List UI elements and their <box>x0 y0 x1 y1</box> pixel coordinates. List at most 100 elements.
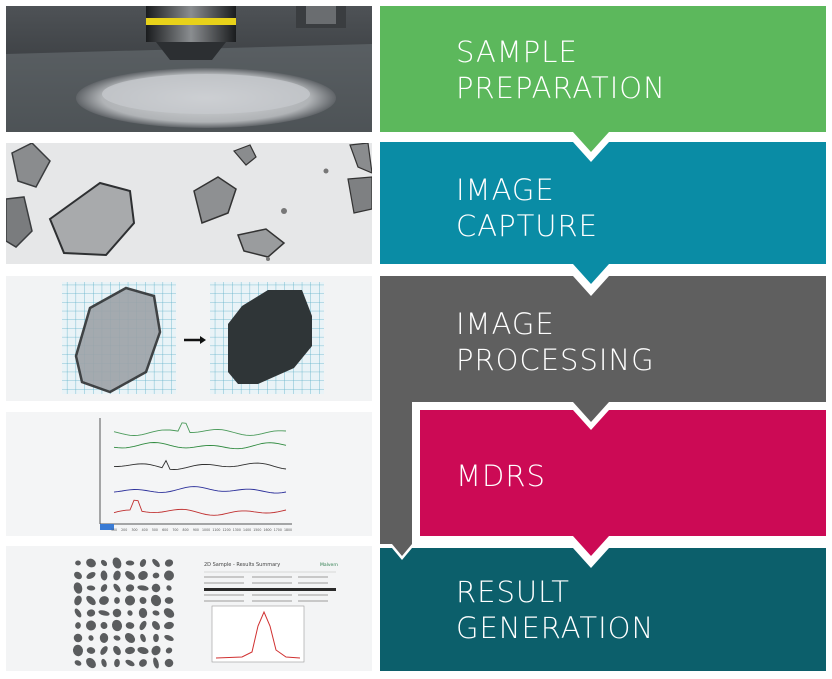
x-tick-label: 100 <box>111 528 117 532</box>
x-tick-label: 1200 <box>223 528 231 532</box>
report-title: 2D Sample - Results Summary <box>204 562 280 568</box>
particle-thumbnail <box>113 645 121 656</box>
x-tick-label: 1300 <box>233 528 241 532</box>
spectrum-line <box>113 459 287 470</box>
x-tick-label: 500 <box>152 528 158 532</box>
photo-image-processing <box>6 276 372 401</box>
particle-thumbnail <box>86 609 96 617</box>
step-sample-preparation-label: SAMPLE PREPARATION <box>456 35 666 105</box>
step-result-generation-shape <box>380 548 826 671</box>
photo-result-generation: 2D Sample - Results Summary Malvern <box>6 546 372 671</box>
particle-thumbnail <box>86 657 96 669</box>
particle-thumbnail <box>98 610 110 616</box>
particle-thumbnail <box>74 571 82 580</box>
particle-thumbnail <box>164 634 174 642</box>
particle-thumbnail <box>164 658 174 668</box>
step-mdrs-shape <box>420 410 826 556</box>
particle-thumbnail <box>164 597 174 604</box>
x-tick-label: 1800 <box>284 528 292 532</box>
step-mdrs-label: MDRS <box>456 459 546 493</box>
particle-thumbnail <box>125 584 135 592</box>
particle-thumbnail <box>73 633 83 643</box>
grid-processing-image <box>6 276 372 401</box>
particle-thumbnail <box>114 658 120 668</box>
particle-thumbnail <box>86 595 96 606</box>
particle-thumbnail <box>111 619 123 632</box>
particle-thumbnail <box>125 560 135 566</box>
particle-thumbnail <box>139 620 147 631</box>
particle-thumbnail <box>99 596 109 605</box>
particle-thumbnail <box>125 646 135 655</box>
particle-thumbnail <box>163 608 175 618</box>
particle-thumbnail <box>139 597 147 604</box>
x-tick-label: 800 <box>183 528 189 532</box>
particle-thumbnail <box>113 635 121 641</box>
particle-thumbnail <box>86 620 96 631</box>
particle-thumbnail <box>125 622 135 629</box>
particle-thumbnail <box>86 571 96 580</box>
particle-thumbnail <box>86 647 96 654</box>
report-brand: Malvern <box>320 562 338 568</box>
particle-thumbnail <box>150 594 162 607</box>
x-tick-label: 1500 <box>253 528 261 532</box>
particle-thumbnail <box>151 621 161 630</box>
step-image-processing-label: IMAGE PROCESSING <box>456 307 655 377</box>
particle-thumbnail <box>112 557 122 569</box>
particle-thumbnail <box>125 571 135 580</box>
particle-thumbnail <box>164 559 174 567</box>
particle-thumbnail <box>152 558 160 568</box>
x-tick-label: 200 <box>121 528 127 532</box>
x-tick-label: 1600 <box>263 528 271 532</box>
particle-thumbnail <box>124 633 136 643</box>
particle-thumbnail <box>86 585 96 591</box>
photo-image-capture <box>6 143 372 264</box>
step-result-generation-label: RESULT GENERATION <box>456 575 655 645</box>
spectrum-line <box>113 422 287 436</box>
spectrum-line <box>113 442 287 450</box>
particle-thumbnail <box>73 582 83 594</box>
particle-thumbnail <box>125 595 135 606</box>
step-image-capture-label: IMAGE CAPTURE <box>456 173 598 243</box>
microscope-objective-image <box>6 6 372 132</box>
particle-thumbnail <box>127 610 133 616</box>
particle-thumbnail <box>140 633 146 643</box>
x-tick-label: 600 <box>162 528 168 532</box>
spectrum-line <box>113 486 287 494</box>
particle-thumbnail <box>100 646 108 655</box>
results-report-image: 2D Sample - Results Summary Malvern <box>6 546 372 671</box>
particle-thumbnail <box>100 584 108 592</box>
particle-thumbnail <box>153 633 159 643</box>
particle-thumbnail <box>74 595 82 606</box>
photo-sample-preparation <box>6 6 372 132</box>
x-tick-label: 400 <box>142 528 148 532</box>
x-tick-label: 1400 <box>243 528 251 532</box>
particle-thumbnail <box>152 610 160 616</box>
particle-thumbnail <box>74 608 82 618</box>
particle-thumbnail <box>99 633 109 643</box>
particle-thumbnail <box>166 585 172 591</box>
particle-thumbnail <box>113 570 121 581</box>
particle-thumbnail <box>164 570 174 581</box>
particle-thumbnail <box>139 659 147 667</box>
particle-thumbnail <box>165 647 173 654</box>
particle-thumbnail <box>72 644 84 657</box>
x-tick-label: 1100 <box>212 528 220 532</box>
x-tick-label: 1700 <box>274 528 282 532</box>
step-image-capture-shape <box>380 142 826 284</box>
particle-thumbnail <box>114 597 120 604</box>
x-tick-label: 300 <box>131 528 137 532</box>
step-image-processing-shape <box>380 276 826 556</box>
particle-thumbnail <box>75 560 81 566</box>
particle-thumbnail <box>86 558 96 568</box>
particle-thumbnail <box>74 660 82 666</box>
x-tick-label: 700 <box>172 528 178 532</box>
particle-thumbnail <box>125 659 135 667</box>
x-tick-label: 900 <box>193 528 199 532</box>
particle-thumbnail <box>100 570 108 581</box>
particle-image <box>6 143 372 264</box>
particle-thumbnail <box>100 559 108 567</box>
particle-thumbnail <box>137 646 149 655</box>
particle-thumbnail <box>88 635 94 641</box>
